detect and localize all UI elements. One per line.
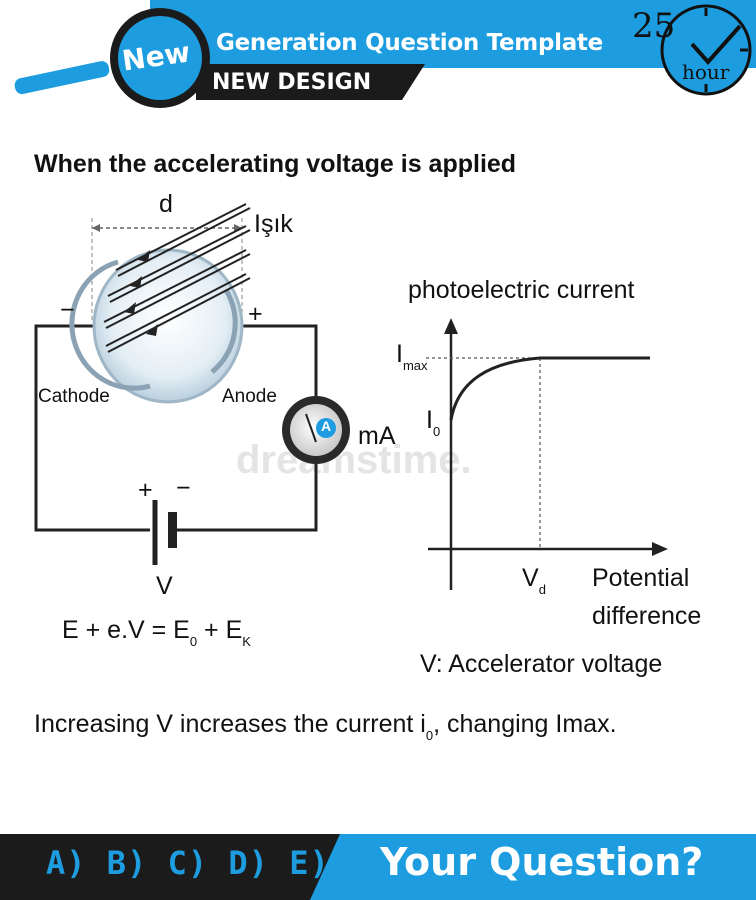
ammeter-face <box>290 404 342 456</box>
page-heading: When the accelerating voltage is applied <box>34 150 517 178</box>
cathode-minus: − <box>60 296 75 324</box>
wire-right-bottom <box>176 456 318 532</box>
graph-x-title-2: difference <box>592 602 702 630</box>
wire-right-top <box>236 324 318 404</box>
answer-options[interactable]: A) B) C) D) E) <box>46 844 330 882</box>
footer-answers-bar <box>0 834 340 900</box>
graph-x-title-1: Potential <box>592 564 690 592</box>
anode-plate <box>210 288 238 374</box>
current-curve <box>449 356 650 421</box>
clock-number: 25 <box>632 6 676 46</box>
wire-left <box>34 324 150 532</box>
ammeter-needle <box>305 413 317 443</box>
watermark: dreamstime. <box>236 438 472 482</box>
light-label: Işık <box>254 210 293 238</box>
anode-label: Anode <box>222 386 277 407</box>
subtitle-strip <box>196 64 425 100</box>
ray-arrowheads <box>124 250 158 336</box>
battery-minus: − <box>176 474 191 502</box>
footer-question-bar <box>310 834 756 900</box>
header-banner <box>150 0 756 68</box>
clock-unit: hour <box>682 60 730 84</box>
imax-label: Imax <box>396 340 428 373</box>
ammeter-symbol: A <box>321 418 332 434</box>
voltage-label: V <box>156 572 173 600</box>
ammeter-unit: mA <box>358 422 396 450</box>
voltage-note: V: Accelerator voltage <box>420 650 663 678</box>
i0-label: I0 <box>426 406 441 439</box>
vd-label: Vd <box>522 564 546 597</box>
ammeter-badge <box>316 418 336 438</box>
graph-y-title: photoelectric current <box>408 276 635 304</box>
cathode-plate <box>69 259 151 391</box>
battery-plus: + <box>138 476 153 504</box>
your-question-text: Your Question? <box>380 840 704 884</box>
header-subtitle: NEW DESIGN <box>212 70 372 95</box>
battery-plate-short <box>168 512 177 548</box>
magnifier-lens <box>118 16 202 100</box>
statement-text: Increasing V increases the current i0, c… <box>34 710 617 743</box>
anode-plus: + <box>248 300 263 328</box>
energy-equation: E + e.V = E0 + EK <box>62 616 251 649</box>
cathode-label: Cathode <box>38 386 110 407</box>
clock-icon <box>660 4 752 96</box>
magnifier-handle <box>14 61 110 95</box>
header-title: Generation Question Template <box>216 30 603 56</box>
header-graphics <box>14 4 752 108</box>
distance-label: d <box>159 190 173 218</box>
check-icon <box>690 24 742 66</box>
light-rays <box>103 203 251 353</box>
